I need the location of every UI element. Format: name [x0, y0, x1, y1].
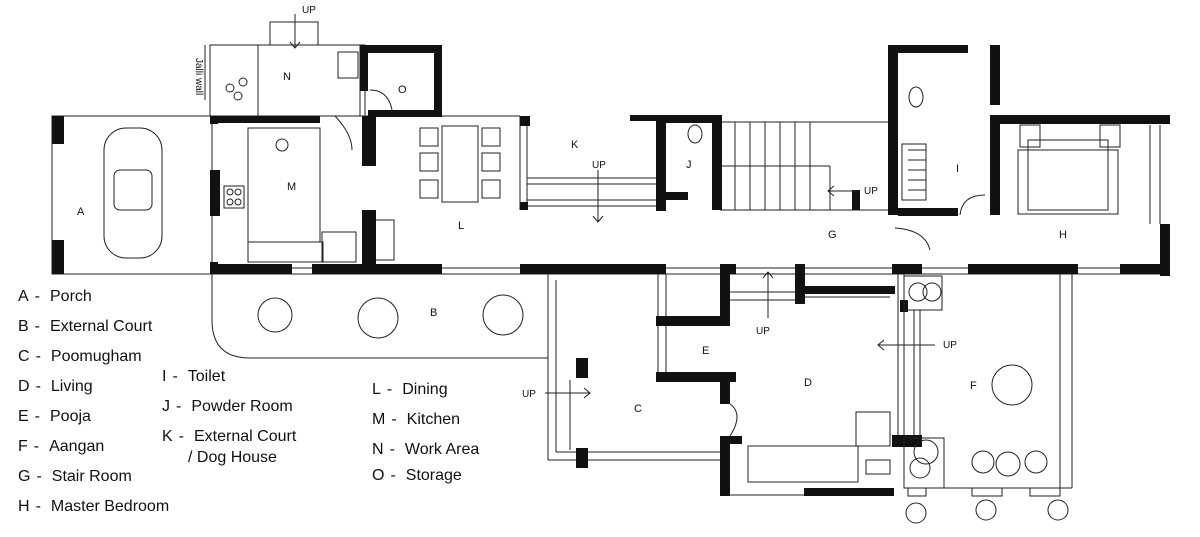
- legend-dash: -: [390, 467, 396, 484]
- legend-key: N: [372, 441, 384, 458]
- legend-key: C: [18, 348, 30, 365]
- legend-name: Aangan: [49, 438, 105, 455]
- up-label-living: UP: [943, 340, 957, 351]
- legend-name: Kitchen: [406, 411, 461, 428]
- legend-column-1: A-Porch B-External Court C-Poomugham D-L…: [18, 282, 169, 522]
- thick-walls: [52, 45, 1170, 496]
- legend-dash: -: [33, 438, 40, 455]
- room-label-k: K: [571, 139, 579, 151]
- legend-name: Dining: [402, 381, 448, 398]
- legend-name: Porch: [50, 288, 92, 305]
- legend-dash: -: [35, 378, 41, 395]
- legend-dash: -: [389, 441, 395, 458]
- legend-column-3: L-Dining M-Kitchen N-Work Area O-Storage: [372, 375, 479, 487]
- legend-column-2: I-Toilet J-Powder Room K-External Court …: [162, 362, 296, 468]
- legend-key: E: [18, 408, 29, 425]
- up-label-court: UP: [592, 160, 606, 171]
- legend-item: / Dog House: [162, 448, 296, 468]
- legend-dash: -: [34, 288, 40, 305]
- legend-item: A-Porch: [18, 282, 169, 312]
- legend-item: N-Work Area: [372, 435, 479, 465]
- room-label-c: C: [634, 403, 642, 415]
- legend-dash: -: [391, 411, 397, 428]
- legend-item: G-Stair Room: [18, 462, 169, 492]
- legend-key: O: [372, 467, 385, 484]
- legend-item: D-Living: [18, 372, 169, 402]
- legend-key: F: [18, 438, 28, 455]
- legend-key: M: [372, 411, 386, 428]
- room-label-h: H: [1059, 229, 1067, 241]
- legend-key: D: [18, 378, 30, 395]
- legend-item: I-Toilet: [162, 362, 296, 392]
- room-label-m: M: [287, 181, 296, 193]
- legend-item: L-Dining: [372, 375, 479, 405]
- staircase: [734, 122, 926, 210]
- legend-key: B: [18, 318, 29, 335]
- room-label-a: A: [77, 206, 85, 218]
- legend-key: A: [18, 288, 29, 305]
- legend-item: B-External Court: [18, 312, 169, 342]
- room-label-e: E: [702, 345, 709, 357]
- legend-dash: -: [172, 368, 178, 385]
- legend-dash: -: [386, 381, 393, 398]
- legend-name: Stair Room: [51, 468, 132, 485]
- legend-name: Powder Room: [191, 398, 293, 415]
- legend-item: J-Powder Room: [162, 392, 296, 422]
- room-label-o: O: [398, 84, 407, 96]
- legend-name: Toilet: [187, 368, 226, 385]
- up-arrows: [289, 14, 935, 399]
- room-label-n: N: [283, 71, 291, 83]
- legend-item: E-Pooja: [18, 402, 169, 432]
- room-label-i: I: [956, 163, 959, 175]
- legend-item: C-Poomugham: [18, 342, 169, 372]
- legend-name: External Court: [50, 318, 153, 335]
- legend-name: Pooja: [50, 408, 91, 425]
- legend-name: External Court: [194, 428, 297, 445]
- legend-name: Poomugham: [50, 348, 142, 365]
- legend-dash: -: [34, 318, 40, 335]
- legend-item: O-Storage: [372, 465, 479, 487]
- room-label-j: J: [686, 159, 692, 171]
- legend-dash: -: [176, 398, 182, 415]
- legend-key: H: [18, 498, 30, 515]
- legend-item: M-Kitchen: [372, 405, 479, 435]
- legend-dash: -: [35, 348, 41, 365]
- legend-key: I: [162, 368, 167, 385]
- legend-dash: -: [34, 408, 40, 425]
- legend-dash: -: [36, 468, 42, 485]
- up-label-entry: UP: [756, 326, 770, 337]
- legend-name: / Dog House: [188, 449, 277, 466]
- room-label-l: L: [458, 220, 464, 232]
- legend-name: Master Bedroom: [50, 498, 170, 515]
- room-label-d: D: [804, 377, 812, 389]
- legend-key: K: [162, 428, 173, 445]
- up-label-stair: UP: [864, 186, 878, 197]
- legend-dash: -: [178, 428, 184, 445]
- room-label-b: B: [430, 307, 437, 319]
- legend-name: Work Area: [404, 441, 480, 458]
- legend-key: G: [18, 468, 31, 485]
- furniture: [103, 51, 1109, 524]
- legend-name: Living: [50, 378, 93, 395]
- legend-item: K-External Court: [162, 426, 296, 448]
- room-label-f: F: [970, 380, 977, 392]
- legend-item: H-Master Bedroom: [18, 492, 169, 522]
- legend-key: L: [372, 381, 381, 398]
- legend-dash: -: [35, 498, 41, 515]
- jalli-wall-label: Jalli wall: [193, 58, 204, 95]
- legend-name: Storage: [405, 467, 462, 484]
- up-label-poomugham: UP: [522, 389, 536, 400]
- legend-item: F-Aangan: [18, 432, 169, 462]
- up-label-work: UP: [302, 5, 316, 16]
- thin-walls: [51, 21, 1161, 497]
- room-label-g: G: [828, 229, 837, 241]
- legend-key: J: [162, 398, 170, 415]
